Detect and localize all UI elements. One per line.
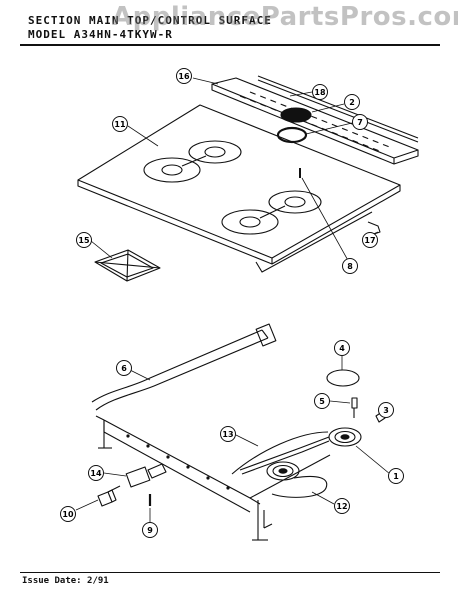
- header-rule: [20, 44, 440, 46]
- callout-12: 12: [334, 498, 350, 514]
- hinge-bracket: [367, 221, 381, 235]
- burner-cap: [280, 107, 312, 123]
- callout-5: 5: [314, 393, 330, 409]
- callout-label: 1: [393, 472, 399, 481]
- control-knob: [97, 489, 117, 507]
- callout-label: 4: [339, 344, 345, 353]
- callout-label: 7: [357, 118, 363, 127]
- burner-box-frame: [95, 415, 331, 541]
- callout-label: 13: [222, 430, 233, 439]
- callout-label: 6: [121, 364, 127, 373]
- backguard-vent: [211, 77, 419, 165]
- callout-label: 9: [147, 526, 153, 535]
- callout-label: 16: [178, 72, 190, 81]
- callout-6: 6: [116, 360, 132, 376]
- section-title: SECTION MAIN TOP/CONTROL SURFACE: [28, 14, 272, 27]
- callout-13: 13: [220, 426, 236, 442]
- callout-leaders: [75, 77, 391, 522]
- burner-grate: [94, 249, 161, 282]
- gas-valve: [107, 463, 167, 493]
- callout-label: 15: [78, 236, 90, 245]
- burner-opening-rear: [143, 140, 242, 183]
- callout-label: 10: [62, 510, 74, 519]
- main-top-panel: [77, 104, 401, 273]
- callout-10: 10: [60, 506, 76, 522]
- manifold-pipe: [91, 323, 277, 411]
- callout-8: 8: [342, 258, 358, 274]
- callout-17: 17: [362, 232, 378, 248]
- callout-15: 15: [76, 232, 92, 248]
- callout-9: 9: [142, 522, 158, 538]
- callout-label: 2: [349, 98, 355, 107]
- callout-label: 3: [383, 406, 389, 415]
- callout-label: 18: [314, 88, 326, 97]
- callout-label: 8: [347, 262, 353, 271]
- orifice-spud: [351, 397, 358, 418]
- callout-label: 12: [336, 502, 347, 511]
- callout-7: 7: [352, 114, 368, 130]
- footer-rule: [20, 572, 440, 573]
- surface-burner-front: [266, 461, 328, 498]
- burner-disk: [326, 369, 360, 387]
- callout-1: 1: [388, 468, 404, 484]
- burner-opening-front: [221, 190, 322, 235]
- watermark-logo: AppliancePartsPros.com: [112, 2, 458, 32]
- callout-label: 5: [319, 397, 325, 406]
- callout-2: 2: [344, 94, 360, 110]
- trim-strip: [257, 75, 419, 143]
- callout-14: 14: [88, 465, 104, 481]
- callout-label: 14: [90, 469, 102, 478]
- ignitor-wire: [231, 431, 329, 475]
- model-number: MODEL A34HN-4TKYW-R: [28, 28, 173, 41]
- callout-bubbles: 16 18 2 7 11 8 17 15 4 6 5 3 13 1 14 10 9 12: [60, 68, 404, 538]
- callout-label: 11: [114, 120, 126, 129]
- callout-4: 4: [334, 340, 350, 356]
- frame-holes: [126, 434, 230, 490]
- issue-date: Issue Date: 2/91: [22, 576, 109, 586]
- callout-16: 16: [176, 68, 192, 84]
- gasket-ring: [276, 126, 308, 144]
- callout-label: 17: [364, 236, 375, 245]
- surface-burner-right: [239, 427, 362, 475]
- callout-11: 11: [112, 116, 128, 132]
- callout-18: 18: [312, 84, 328, 100]
- callout-3: 3: [378, 402, 394, 418]
